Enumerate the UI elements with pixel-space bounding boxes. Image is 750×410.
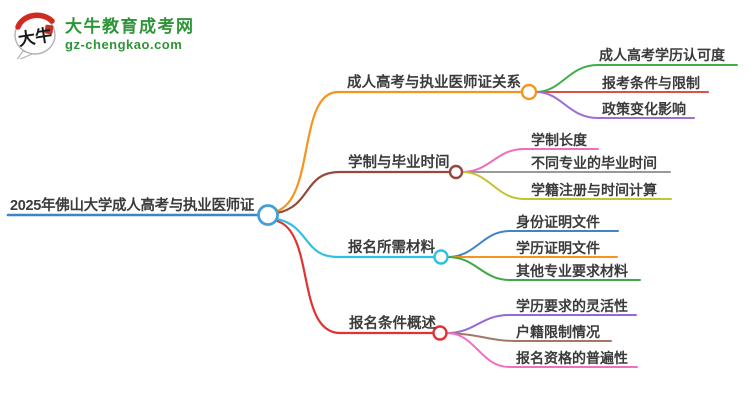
edge-branch2-child3 [461, 171, 672, 200]
leaf-label-2-3[interactable]: 学籍注册与时间计算 [531, 182, 657, 198]
leaf-label-4-3[interactable]: 报名资格的普遍性 [516, 350, 628, 366]
leaf-label-3-2[interactable]: 学历证明文件 [516, 240, 600, 256]
root-node-label[interactable]: 2025年佛山大学成人高考与执业医师证 [10, 198, 255, 214]
logo-title: 大牛教育成考网 [65, 16, 195, 36]
edge-branch4-child2 [446, 332, 612, 342]
branch3-label[interactable]: 报名所需材料 [348, 240, 435, 256]
edge-branch1-child1 [535, 64, 738, 93]
edge-root-branch3 [275, 217, 340, 259]
leaf-label-4-2[interactable]: 户籍限制情况 [516, 324, 600, 340]
logo-red-crescent [15, 12, 55, 30]
logo-bull-icon: 大牛 [14, 12, 56, 59]
node-circle-branch2[interactable] [448, 164, 464, 180]
branch4-label[interactable]: 报名条件概述 [349, 316, 436, 332]
node-circle-branch3[interactable] [433, 249, 449, 265]
logo-domain: gz-chengkao.com [65, 36, 183, 52]
leaf-label-4-1[interactable]: 学历要求的灵活性 [516, 298, 628, 314]
leaf-label-1-3[interactable]: 政策变化影响 [602, 101, 686, 117]
leaf-label-2-2[interactable]: 不同专业的毕业时间 [531, 155, 657, 171]
leaf-label-1-2[interactable]: 报考条件与限制 [602, 75, 700, 91]
edge-root-branch1 [275, 90, 340, 213]
logo-bubble-tail [16, 50, 33, 59]
leaf-label-3-1[interactable]: 身份证明文件 [516, 214, 600, 230]
edge-root-branch4 [275, 219, 342, 335]
leaf-label-2-1[interactable]: 学制长度 [531, 132, 587, 148]
leaf-label-1-1[interactable]: 成人高考学历认可度 [599, 47, 725, 63]
edge-branch4-child3 [446, 332, 638, 368]
branch1-label[interactable]: 成人高考与执业医师证关系 [347, 75, 521, 91]
node-circle-root[interactable] [257, 204, 279, 226]
leaf-label-3-3[interactable]: 其他专业要求材料 [516, 263, 628, 279]
branch2-label[interactable]: 学制与毕业时间 [348, 155, 450, 171]
edge-branch3-child3 [447, 256, 641, 281]
edge-root-branch2 [275, 170, 342, 215]
node-circle-branch1[interactable] [520, 83, 538, 101]
node-circle-branch4[interactable] [432, 325, 448, 341]
site-logo[interactable]: 大牛 大牛教育成考网 gz-chengkao.com [12, 9, 195, 59]
edge-branch1-child3 [535, 91, 695, 119]
edge-branch4-child1 [446, 314, 637, 334]
edge-branch3-child1 [447, 230, 619, 258]
logo-seal-stamp [44, 24, 54, 35]
